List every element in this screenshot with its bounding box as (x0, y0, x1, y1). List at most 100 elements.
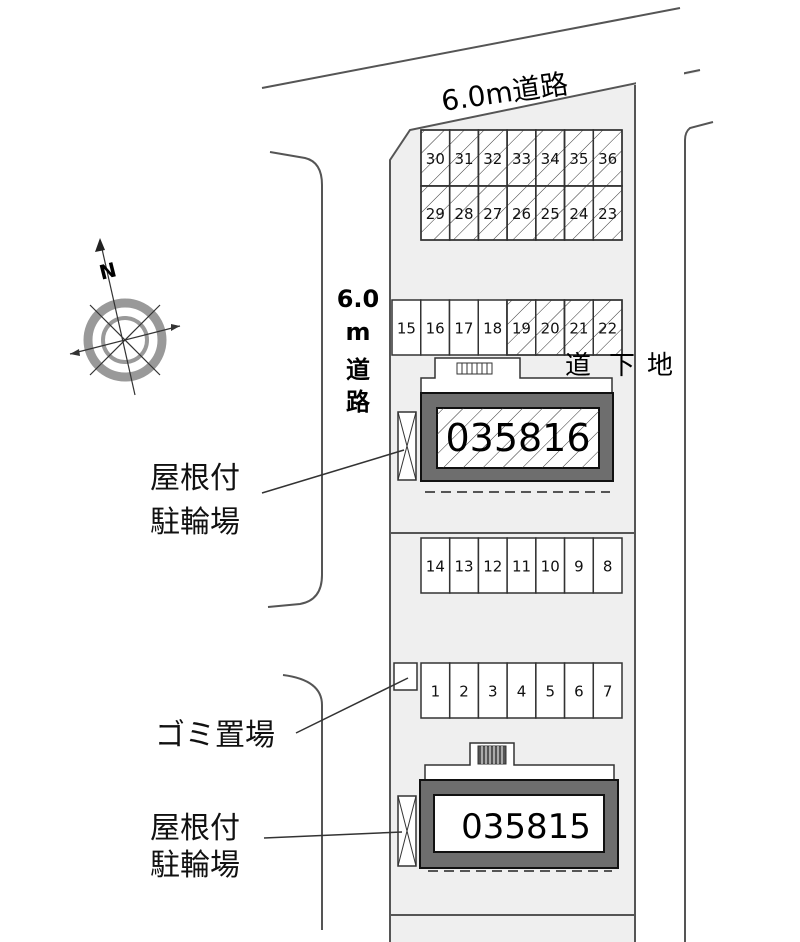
right-road-edge (684, 121, 714, 942)
parking-space[interactable]: 34 (535, 129, 566, 187)
svg-text:地: 地 (647, 351, 673, 381)
building-035816[interactable]: 035816 (420, 357, 614, 493)
parking-space-number: 31 (455, 150, 474, 168)
parking-space-number: 25 (541, 205, 560, 223)
parking-space[interactable]: 7 (592, 662, 623, 719)
parking-space-number: 36 (598, 150, 617, 168)
parking-space[interactable]: 28 (448, 185, 480, 241)
parking-space[interactable]: 25 (535, 185, 566, 241)
parking-space[interactable]: 31 (448, 129, 480, 187)
entrance-grate (456, 362, 493, 375)
bike-shelter-label-2: 屋根付 (150, 811, 240, 846)
parking-space[interactable]: 9 (563, 537, 595, 594)
left-road-label: 6.0 m 道 路 (337, 285, 380, 416)
garbage-label: ゴミ置場 (155, 718, 275, 753)
parking-space-number: 34 (541, 150, 560, 168)
parking-space[interactable]: 11 (506, 537, 537, 594)
bike-shelter-label-2b: 駐輪場 (150, 848, 240, 883)
parking-space[interactable]: 30 (420, 129, 451, 187)
svg-text:道: 道 (565, 351, 591, 381)
parking-space[interactable]: 29 (420, 185, 451, 241)
parking-space-number: 13 (455, 558, 474, 576)
parking-space-number: 23 (598, 205, 617, 223)
parking-space-number: 3 (488, 683, 498, 701)
parking-space-number: 29 (426, 205, 445, 223)
left-road-edge-upper (267, 151, 323, 608)
parking-space-number: 2 (459, 683, 469, 701)
parking-space-number: 24 (569, 205, 588, 223)
parking-space[interactable]: 36 (592, 129, 623, 187)
parking-space-number: 20 (541, 320, 560, 338)
parking-space-number: 32 (483, 150, 502, 168)
site-area (390, 70, 700, 942)
parking-space[interactable]: 20 (535, 299, 566, 356)
parking-space-number: 7 (603, 683, 613, 701)
parking-space-number: 16 (426, 320, 445, 338)
parking-space[interactable]: 5 (535, 662, 566, 719)
parking-space-number: 8 (603, 558, 613, 576)
parking-space[interactable]: 32 (477, 129, 508, 187)
parking-space[interactable]: 21 (563, 299, 594, 356)
parking-space-number: 4 (517, 683, 527, 701)
underground-road-label: 道 下 地 (565, 351, 673, 381)
building-id: 035815 (461, 807, 591, 847)
parking-space-number: 22 (598, 320, 617, 338)
bike-shelter-label-1: 屋根付 (150, 461, 240, 496)
svg-text:路: 路 (346, 388, 371, 416)
parking-space[interactable]: 4 (506, 662, 537, 719)
left-road-edge-lower (282, 674, 323, 930)
parking-space-number: 15 (397, 320, 416, 338)
parking-space-number: 28 (455, 205, 474, 223)
parking-space-number: 21 (569, 320, 588, 338)
parking-space-number: 10 (541, 558, 560, 576)
bike-shelter-2 (397, 795, 417, 867)
parking-space[interactable]: 1 (420, 662, 451, 719)
parking-space[interactable]: 15 (391, 299, 422, 356)
parking-space[interactable]: 12 (477, 537, 508, 594)
top-road-edge (261, 7, 681, 89)
parking-space[interactable]: 14 (420, 537, 451, 594)
parking-space[interactable]: 18 (477, 299, 508, 356)
parking-space-number: 14 (426, 558, 445, 576)
garbage-area (393, 662, 418, 691)
parking-space-number: 18 (483, 320, 502, 338)
bike-shelter-label-1b: 駐輪場 (150, 505, 240, 540)
compass-icon: N (69, 238, 181, 396)
entrance-grate (477, 745, 507, 765)
parking-space-number: 1 (431, 683, 441, 701)
svg-text:下: 下 (609, 351, 635, 381)
parking-space[interactable]: 3 (477, 662, 508, 719)
parking-space[interactable]: 33 (506, 129, 537, 187)
parking-space[interactable]: 6 (563, 662, 595, 719)
parking-space[interactable]: 35 (563, 129, 595, 187)
parking-space[interactable]: 10 (535, 537, 566, 594)
parking-space-number: 33 (512, 150, 531, 168)
parking-space[interactable]: 23 (592, 185, 623, 241)
parking-space-number: 6 (574, 683, 584, 701)
parking-space[interactable]: 13 (448, 537, 480, 594)
parking-space-number: 26 (512, 205, 531, 223)
parking-space-number: 27 (483, 205, 502, 223)
parking-space[interactable]: 26 (506, 185, 537, 241)
parking-space[interactable]: 22 (592, 299, 623, 356)
parking-space[interactable]: 17 (448, 299, 479, 356)
parking-space[interactable]: 8 (592, 537, 623, 594)
parking-space[interactable]: 27 (477, 185, 508, 241)
svg-text:6.0: 6.0 (337, 285, 380, 313)
svg-text:N: N (97, 257, 119, 284)
svg-text:道: 道 (346, 356, 370, 384)
building-035815[interactable]: 035815 (419, 742, 619, 872)
parking-space-number: 11 (512, 558, 531, 576)
parking-space-number: 35 (569, 150, 588, 168)
parking-space-number: 5 (545, 683, 555, 701)
svg-text:m: m (345, 318, 370, 346)
bike-shelter-1 (397, 411, 417, 481)
parking-space[interactable]: 19 (506, 299, 537, 356)
parking-space-number: 30 (426, 150, 445, 168)
parking-space[interactable]: 24 (563, 185, 595, 241)
parking-space-number: 19 (512, 320, 531, 338)
parking-space[interactable]: 16 (420, 299, 451, 356)
parking-space[interactable]: 2 (448, 662, 480, 719)
parking-space-number: 9 (574, 558, 584, 576)
